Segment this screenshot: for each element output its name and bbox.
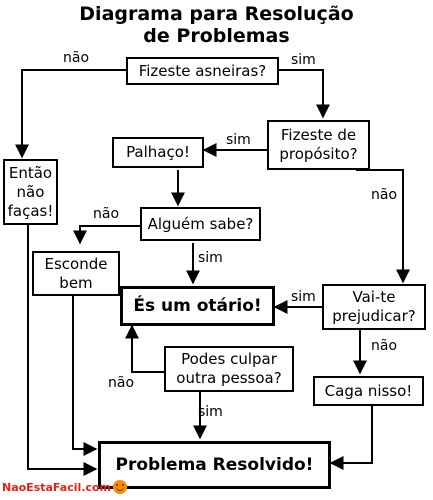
edge-asneiras-nao <box>15 69 126 159</box>
label-culpar-sim: sim <box>198 404 223 420</box>
node-fizeste-de-proposito: Fizeste de propósito? <box>267 120 370 170</box>
label-prejudicar-nao: não <box>371 338 398 354</box>
node-vai-te-prejudicar: Vai-te prejudicar? <box>322 284 426 330</box>
edge-asneiras-sim <box>279 69 330 119</box>
label-alguem-sim: sim <box>198 250 223 266</box>
edge-alguem-nao <box>73 225 140 245</box>
label-proposito-sim: sim <box>226 132 251 148</box>
title-line-2: de Problemas <box>143 25 290 47</box>
edge-caga-resolvido <box>329 406 373 470</box>
label-prejudicar-sim: sim <box>291 289 316 305</box>
label-proposito-nao: não <box>371 187 398 203</box>
diagram-title: Diagrama para Resolução de Problemas <box>0 3 433 47</box>
node-problema-resolvido: Problema Resolvido! <box>98 441 331 489</box>
node-alguem-sabe: Alguém sabe? <box>140 207 261 241</box>
node-fizeste-asneiras: Fizeste asneiras? <box>126 57 279 85</box>
label-asneiras-sim: sim <box>291 52 316 68</box>
smiley-icon <box>113 480 128 494</box>
watermark-text: NaoEstaFacil.com <box>2 480 112 494</box>
node-palhaco: Palhaço! <box>112 137 204 168</box>
label-culpar-nao: não <box>108 375 135 391</box>
node-caga-nisso: Caga nisso! <box>313 376 424 406</box>
node-podes-culpar: Podes culpar outra pessoa? <box>164 346 294 392</box>
edge-proposito-nao <box>356 169 410 284</box>
edge-culpar-nao <box>125 324 164 373</box>
site-watermark: NaoEstaFacil.com <box>2 480 128 494</box>
label-alguem-nao: não <box>93 206 120 222</box>
edge-entao-resolvido <box>27 224 98 476</box>
node-entao-nao-facas: Então não faças! <box>3 159 58 225</box>
label-asneiras-nao: não <box>63 50 90 66</box>
node-es-um-otario: És um otário! <box>120 286 275 326</box>
title-line-1: Diagrama para Resolução <box>79 3 354 25</box>
node-esconde-bem: Esconde bem <box>32 251 120 296</box>
edge-esconde-resolvido <box>72 295 98 456</box>
